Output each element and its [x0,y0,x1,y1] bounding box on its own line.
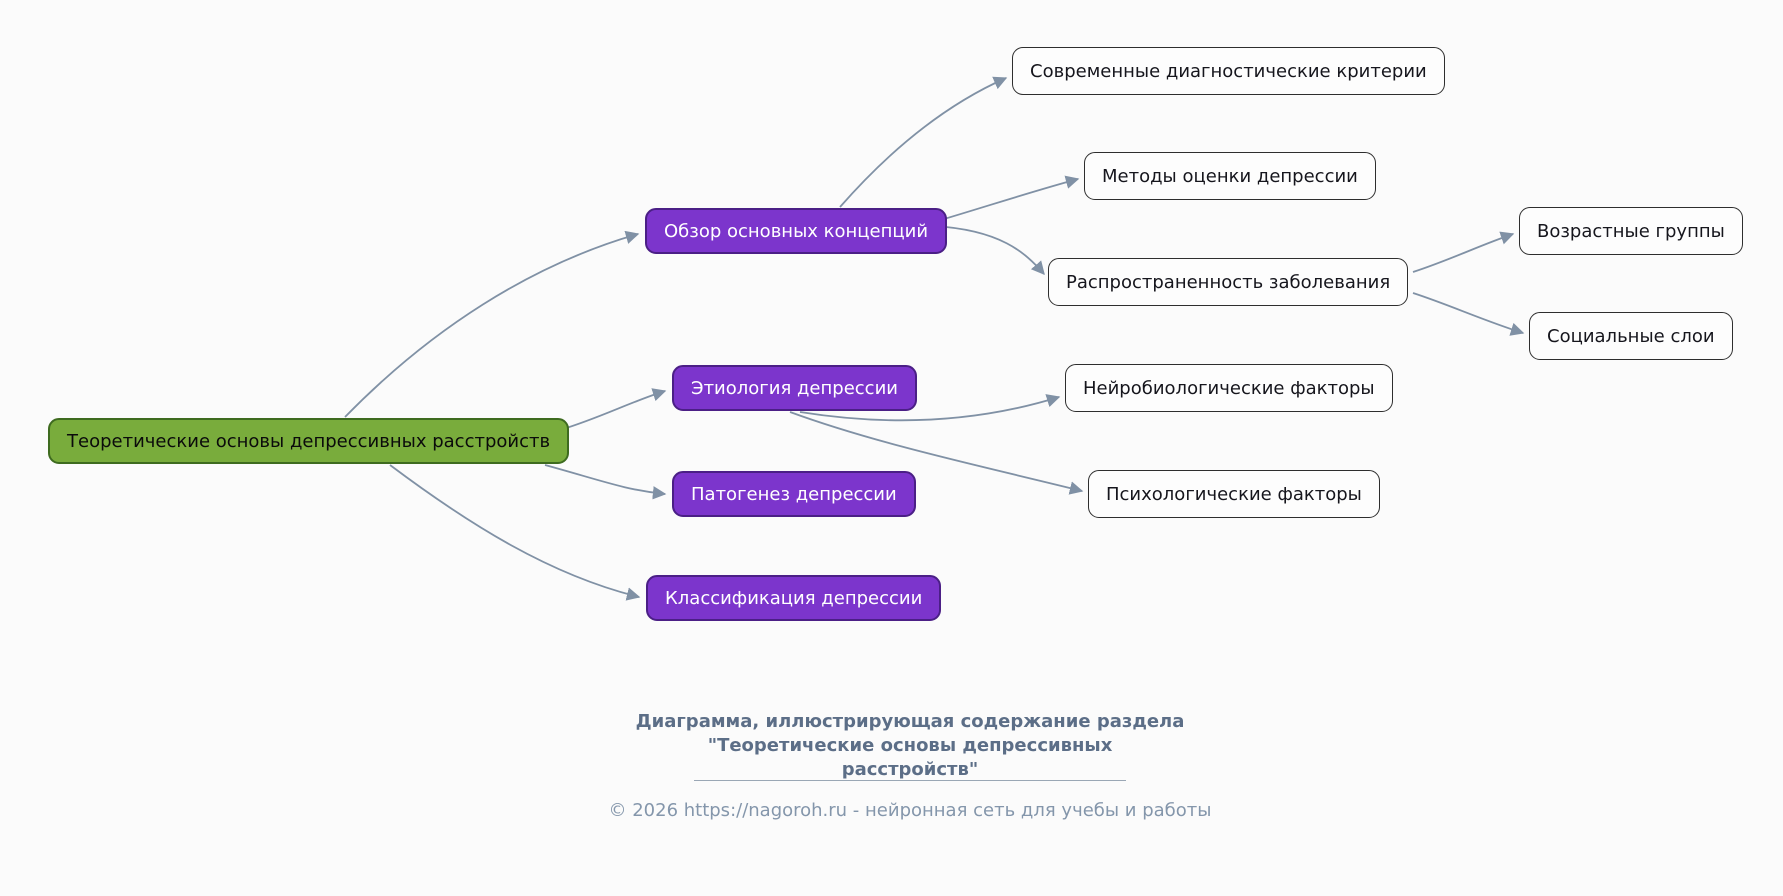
node-classification: Классификация депрессии [646,575,942,621]
node-prevalence: Распространенность заболевания [1048,258,1409,306]
edge-overview-prevalence [933,225,1045,276]
node-age: Возрастные группы [1519,207,1743,255]
caption-line: расстройств" [841,758,979,780]
node-neuro: Нейробиологические факторы [1065,364,1393,412]
node-etiology: Этиология депрессии [672,365,917,411]
node-psych: Психологические факторы [1088,470,1380,518]
node-social: Социальные слои [1529,312,1733,360]
node-pathogenesis: Патогенез депрессии [672,471,916,517]
node-methods: Методы оценки депрессии [1084,152,1376,200]
edge-overview-methods [933,175,1080,223]
caption-divider [694,780,1126,781]
caption-line: Диаграмма, иллюстрирующая содержание раз… [635,711,1185,732]
edge-root-classification [389,464,641,601]
edge-root-pathogenesis [544,464,667,500]
edge-root-etiology [559,388,667,431]
edge-overview-criteria [839,76,1008,208]
diagram-caption: Диаграмма, иллюстрирующая содержание раз… [630,710,1190,781]
edge-prevalence-age [1412,231,1515,273]
node-overview: Обзор основных концепций [645,208,948,254]
node-root: Теоретические основы депрессивных расстр… [48,418,570,464]
watermark-footer: © 2026 https://nagoroh.ru - нейронная се… [608,800,1212,821]
caption-line: "Теоретические основы депрессивных [707,734,1113,756]
edge-root-overview [344,230,640,418]
edge-prevalence-social [1412,292,1525,336]
node-criteria: Современные диагностические критерии [1012,47,1445,95]
